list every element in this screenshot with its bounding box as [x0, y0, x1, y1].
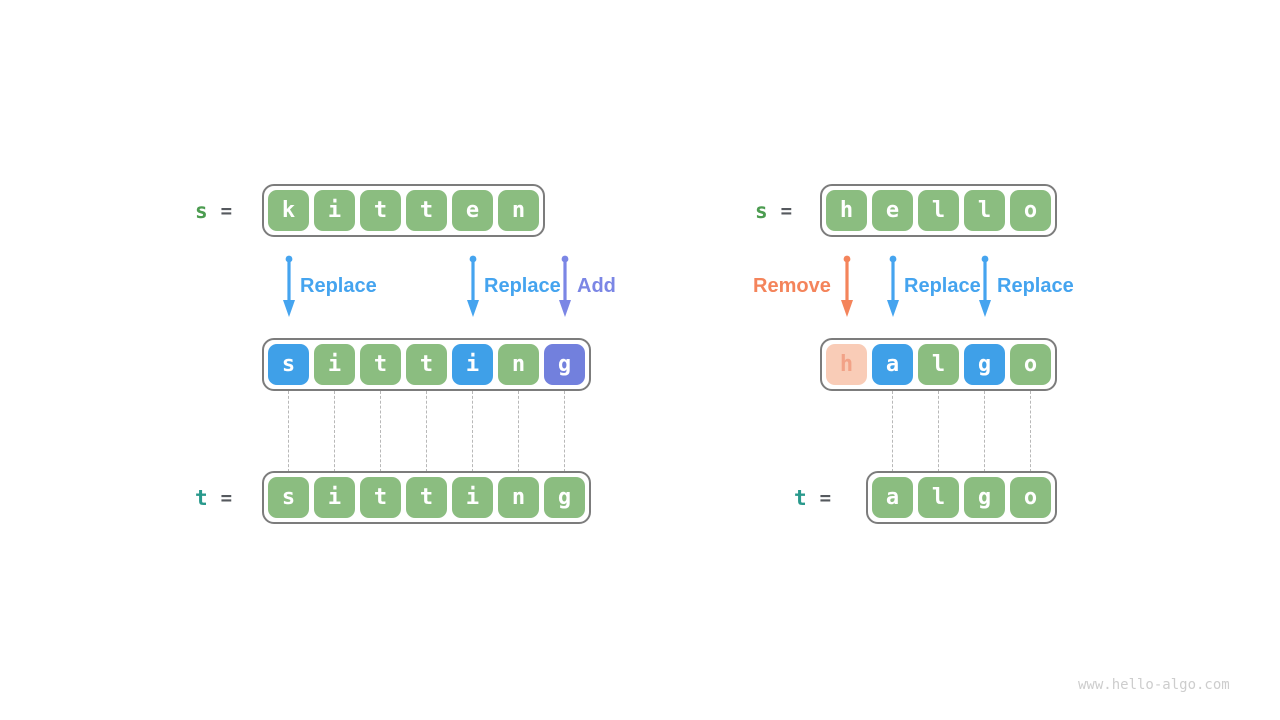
var-s-label: s: [755, 198, 768, 223]
char-cell: n: [498, 190, 539, 231]
mapping-dash-line: [892, 391, 893, 472]
arrow-down-icon: [887, 255, 899, 317]
mapping-dash-line: [1030, 391, 1031, 472]
operation-label: Replace: [997, 275, 1074, 297]
char-cell: o: [1010, 190, 1051, 231]
left-target-var: t =: [195, 471, 232, 524]
mapping-dash-line: [518, 391, 519, 472]
char-cell: t: [406, 344, 447, 385]
operation-label: Replace: [904, 275, 981, 297]
right-source-string: h e l l o: [820, 184, 1057, 237]
char-cell-replaced: s: [268, 344, 309, 385]
char-cell: s: [268, 477, 309, 518]
right-target-string: a l g o: [866, 471, 1057, 524]
mapping-dash-line: [938, 391, 939, 472]
char-cell: g: [964, 477, 1005, 518]
char-cell-added: g: [544, 344, 585, 385]
char-cell: g: [544, 477, 585, 518]
char-cell-replaced: i: [452, 344, 493, 385]
equals-sign: =: [220, 199, 233, 222]
arrow-down-icon: [559, 255, 571, 317]
right-source-var: s =: [755, 184, 792, 237]
mapping-dash-line: [426, 391, 427, 472]
var-s-label: s: [195, 198, 208, 223]
char-cell-replaced: g: [964, 344, 1005, 385]
char-cell: t: [360, 477, 401, 518]
char-cell-replaced: a: [872, 344, 913, 385]
mapping-dash-line: [380, 391, 381, 472]
char-cell: t: [406, 190, 447, 231]
equals-sign: =: [819, 486, 832, 509]
equals-sign: =: [220, 486, 233, 509]
mapping-dash-line: [564, 391, 565, 472]
char-cell: l: [918, 190, 959, 231]
var-t-label: t: [794, 485, 807, 510]
operation-label: Remove: [753, 275, 831, 297]
arrow-down-icon: [841, 255, 853, 317]
operation-label: Replace: [300, 275, 377, 297]
arrow-down-icon: [467, 255, 479, 317]
char-cell: e: [872, 190, 913, 231]
char-cell: k: [268, 190, 309, 231]
char-cell: l: [964, 190, 1005, 231]
var-t-label: t: [195, 485, 208, 510]
char-cell: t: [360, 190, 401, 231]
mapping-dash-line: [472, 391, 473, 472]
char-cell: o: [1010, 344, 1051, 385]
char-cell: t: [360, 344, 401, 385]
char-cell: i: [452, 477, 493, 518]
char-cell: n: [498, 344, 539, 385]
operation-label: Add: [577, 275, 616, 297]
char-cell-removed: h: [826, 344, 867, 385]
watermark: www.hello-algo.com: [1078, 677, 1230, 693]
char-cell: n: [498, 477, 539, 518]
char-cell: e: [452, 190, 493, 231]
char-cell: i: [314, 344, 355, 385]
char-cell: i: [314, 190, 355, 231]
char-cell: o: [1010, 477, 1051, 518]
char-cell: i: [314, 477, 355, 518]
mapping-dash-line: [984, 391, 985, 472]
left-source-string: k i t t e n: [262, 184, 545, 237]
char-cell: l: [918, 344, 959, 385]
arrow-down-icon: [979, 255, 991, 317]
mapping-dash-line: [288, 391, 289, 472]
char-cell: a: [872, 477, 913, 518]
equals-sign: =: [780, 199, 793, 222]
mapping-dash-line: [334, 391, 335, 472]
right-target-var: t =: [794, 471, 831, 524]
operation-label: Replace: [484, 275, 561, 297]
left-intermediate-string: s i t t i n g: [262, 338, 591, 391]
char-cell: h: [826, 190, 867, 231]
char-cell: l: [918, 477, 959, 518]
left-source-var: s =: [195, 184, 232, 237]
left-target-string: s i t t i n g: [262, 471, 591, 524]
arrow-down-icon: [283, 255, 295, 317]
right-intermediate-string: h a l g o: [820, 338, 1057, 391]
char-cell: t: [406, 477, 447, 518]
